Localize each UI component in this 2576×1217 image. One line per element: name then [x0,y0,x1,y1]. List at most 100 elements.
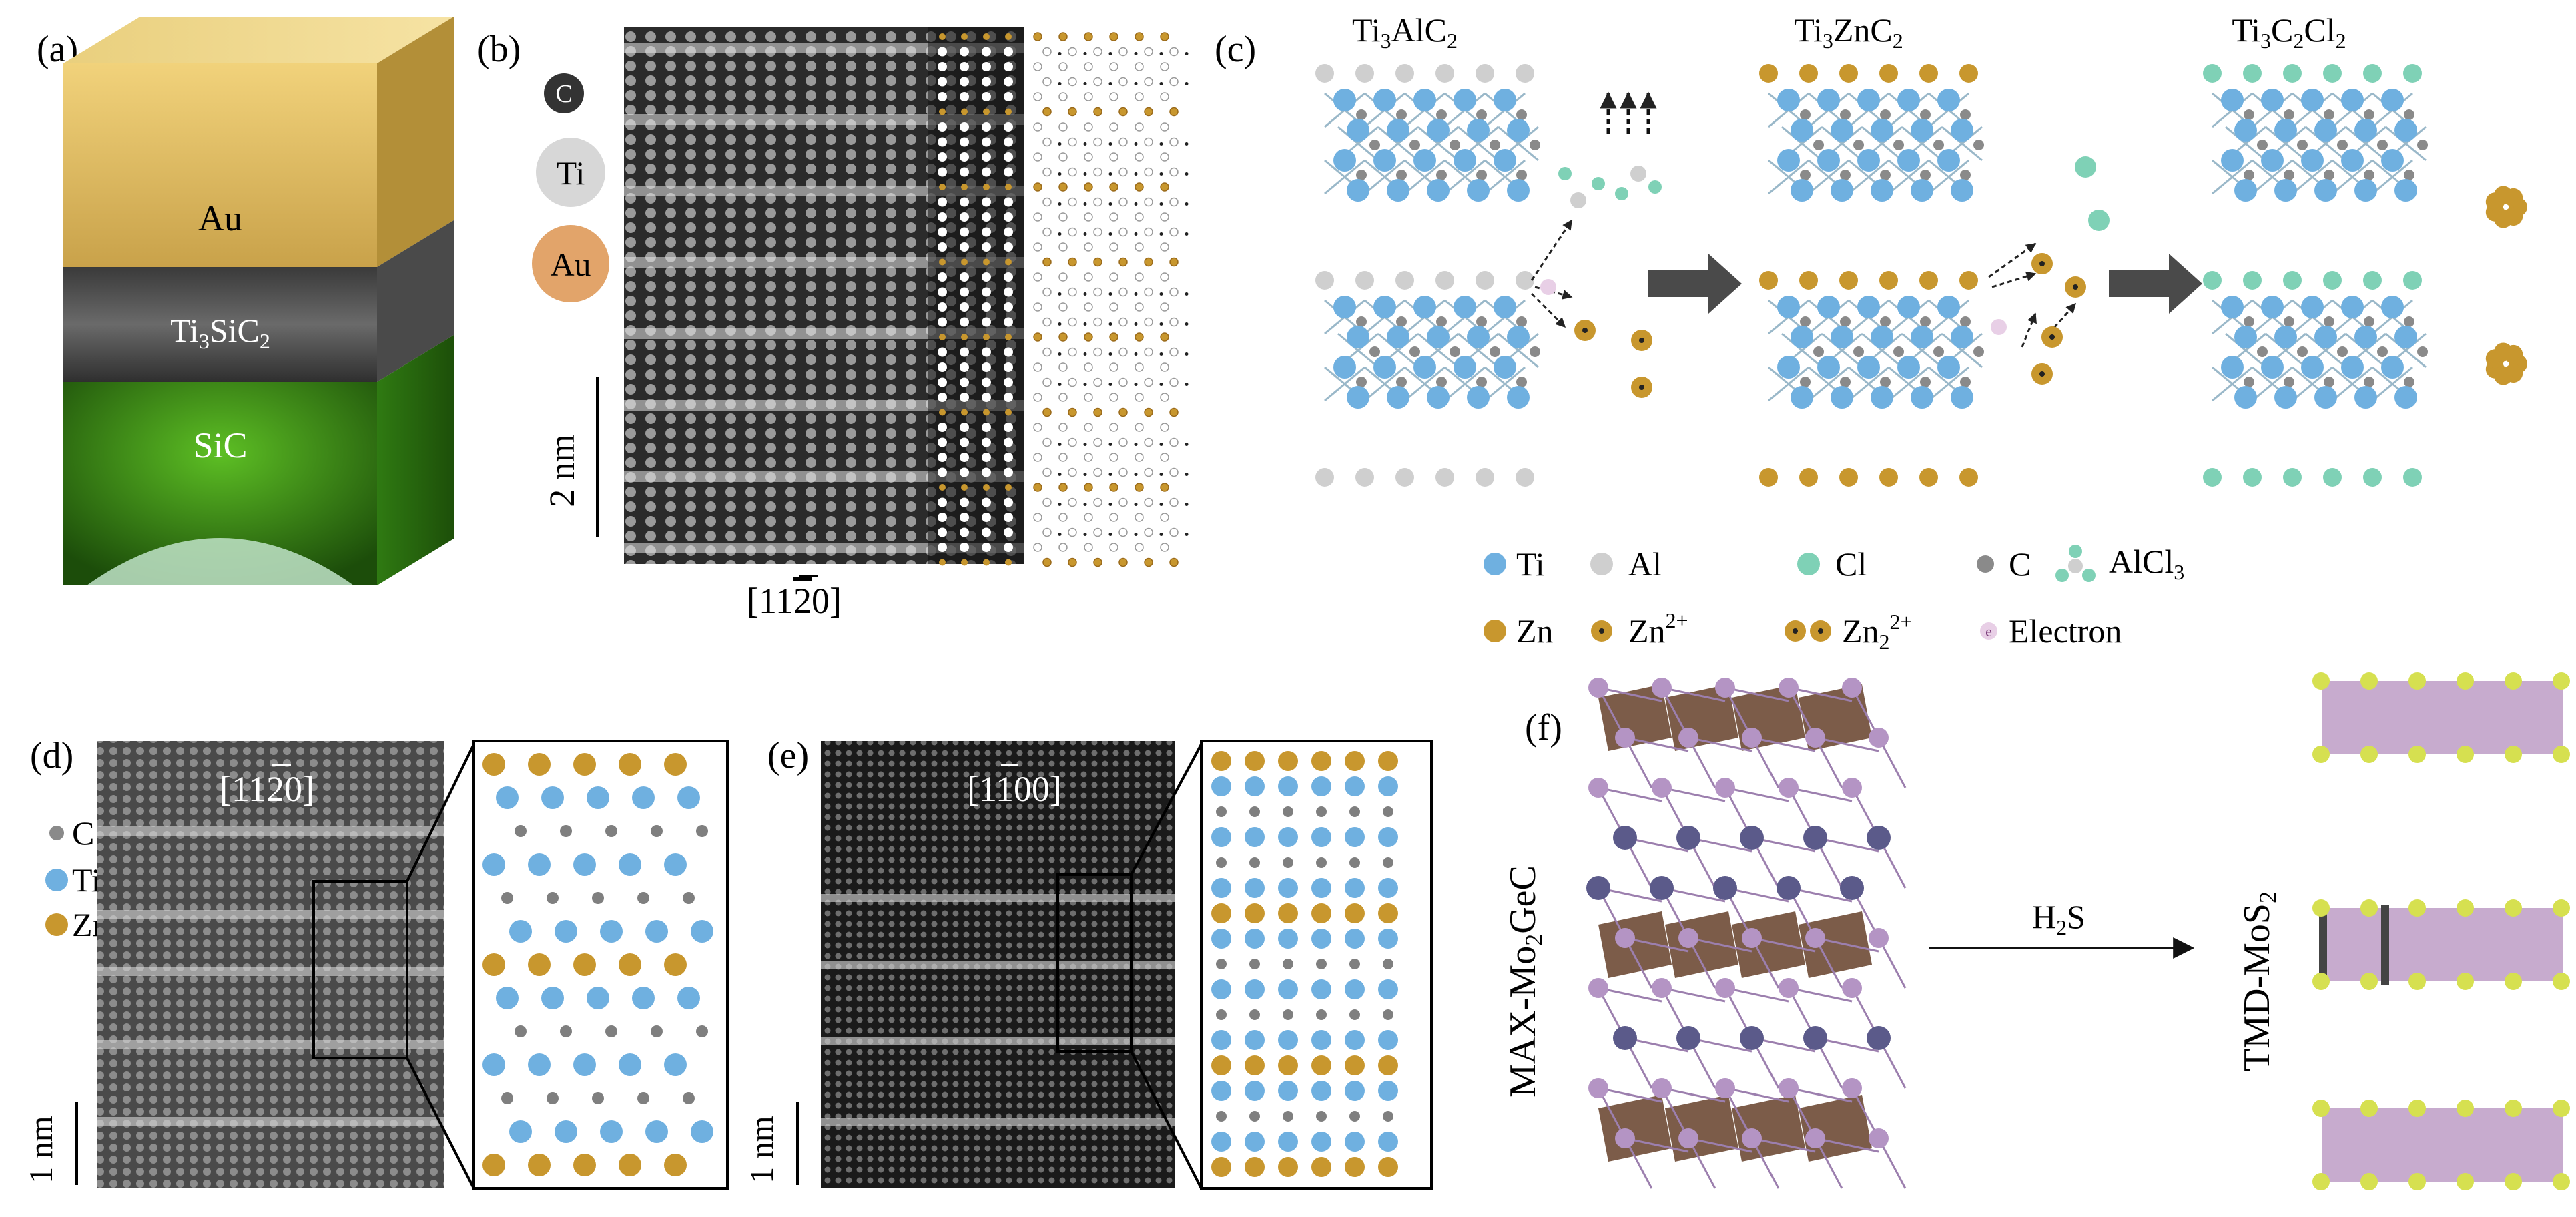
edge-atom [1919,271,1938,290]
alcl3-atom [1570,192,1586,208]
edge-atom [1959,271,1978,290]
ti-atom [1387,386,1409,409]
ti-atom [1413,356,1436,379]
model-ti-atom [1084,62,1093,71]
c-atom [1530,140,1540,150]
model-ti-atom [1135,362,1144,372]
overlay-au-atom [961,258,968,266]
model-au-atom [1058,32,1068,41]
model-c-atom [1108,52,1112,55]
overlay-au-atom [1005,33,1012,40]
overlay-ti-atom [960,513,969,522]
c-atom [1356,377,1367,387]
model-c-atom [1058,533,1062,536]
model-ti-atom [1084,92,1093,101]
scale-label-b: 2 nm [542,434,582,507]
model-ti-atom [1042,227,1052,237]
model-c-atom [1058,82,1062,85]
panel-f-tag: (f) [1525,707,1562,748]
c-atom [1349,1009,1360,1020]
zoom-line-d2 [406,1057,475,1189]
model-c-atom [1108,503,1112,506]
overlay-ti-atom [938,317,947,327]
model-ti-atom [1093,47,1102,57]
model-au-atom [1058,182,1068,192]
overlay-au-atom [1005,334,1012,340]
model-c-atom [1134,142,1138,146]
model-au-atom [1118,557,1128,567]
cl-atom [2075,156,2096,178]
bond [1364,366,1405,402]
model-c-atom [1134,292,1138,296]
overlay-ti-atom [938,122,947,132]
zn-atom [1245,903,1265,923]
c-atom [651,825,663,837]
edge-atom [1759,271,1778,290]
c-atom [1283,1111,1293,1122]
model-au-atom [1109,32,1118,41]
overlay-ti-atom [938,453,947,462]
model-ti-atom [1118,497,1128,507]
overlay-au-atom [983,484,990,491]
ti-atom [1345,776,1365,796]
ti-atom [2261,89,2284,111]
c-atom [515,1025,527,1037]
s-atom [2360,1173,2378,1190]
model-ti-atom [1144,77,1153,87]
overlay-au-atom [939,484,946,491]
overlay-au-atom [983,258,990,266]
c-atom [2244,377,2254,387]
model-ti-atom [1135,212,1144,222]
model-au-atom [1042,257,1052,267]
c-atom [2404,316,2414,327]
overlay-ti-atom [1004,543,1013,552]
ti-atom [691,1120,713,1143]
ti-atom [2274,326,2297,348]
c-atom [2324,316,2334,327]
c-atom [2404,377,2414,387]
ti-atom [1245,1081,1265,1101]
ti-atom [1937,296,1960,318]
s-atom [2312,672,2330,690]
s-atom [2505,1100,2522,1117]
overlay-ti-atom [960,377,969,387]
legend-cl-icon [1797,553,1820,575]
stem-bright-row [624,257,1024,268]
legend-ti-icon [1484,553,1506,575]
model-ti-atom [1042,197,1052,207]
overlay-ti-atom [1004,437,1013,447]
overlay-ti-atom [938,467,947,477]
model-c-atom [1159,232,1163,236]
ti-atom [1494,356,1516,379]
ti-atom [677,987,700,1009]
model-ti-atom [1033,152,1042,162]
ti-atom [2261,356,2284,379]
ge-atom [1840,876,1864,900]
c-atom [1316,857,1327,868]
ti-atom [1345,878,1365,898]
c-atom [547,1092,559,1104]
overlay-au-atom [961,334,968,340]
model-ti-atom [1042,137,1052,147]
edge-atom [1355,64,1374,83]
ge-atom [1740,826,1764,850]
ti-atom [1413,149,1436,172]
c-atom [1450,140,1460,150]
mos2-edge [2381,905,2389,985]
ti-atom [691,920,713,943]
model-au-atom [1169,557,1179,567]
zn-atom [1245,751,1265,771]
ti-atom [1427,119,1450,142]
zn-atom [664,953,687,976]
mo-atom [1678,1128,1698,1148]
model-ti-atom [1093,167,1102,177]
overlay-ti-atom [960,423,969,432]
c-atom [1356,170,1367,180]
c-atom [683,1092,695,1104]
ti-atom [1347,119,1369,142]
model-au-atom [1109,483,1118,492]
overlay-ti-atom [1004,497,1013,507]
model-c-atom [1185,142,1189,146]
c-atom [1840,170,1851,180]
model-ti-atom [1033,92,1042,101]
